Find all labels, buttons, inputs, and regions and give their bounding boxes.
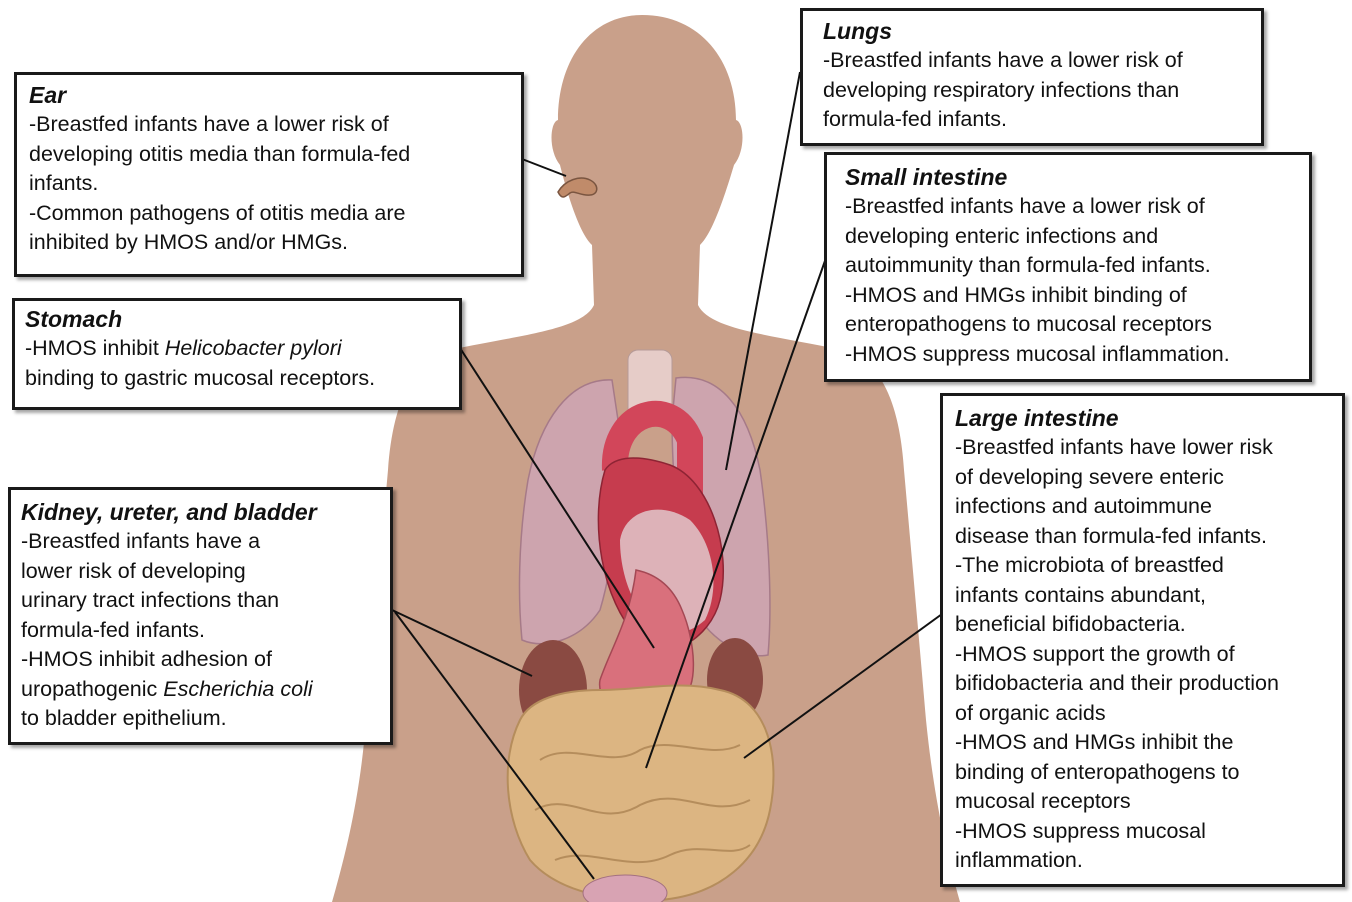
- large-intestine-title: Large intestine: [955, 404, 1330, 433]
- kidney-text-line: to bladder epithelium.: [21, 704, 380, 734]
- stomach-callout: Stomach -HMOS inhibit Helicobacter pylor…: [12, 298, 462, 410]
- kidney-callout: Kidney, ureter, and bladder -Breastfed i…: [8, 487, 393, 745]
- stomach-text-line: binding to gastric mucosal receptors.: [25, 364, 449, 394]
- large-intestine-text-line: of organic acids: [955, 699, 1330, 729]
- ear-text-line: -Common pathogens of otitis media are: [29, 199, 509, 229]
- kidney-text-line: lower risk of developing: [21, 557, 380, 587]
- large-intestine-text-line: of developing severe enteric: [955, 463, 1330, 493]
- small-intestine-callout: Small intestine -Breastfed infants have …: [824, 152, 1312, 382]
- large-intestine-text-line: -HMOS and HMGs inhibit the: [955, 728, 1330, 758]
- stomach-title: Stomach: [25, 305, 449, 334]
- stomach-text-pre: -HMOS inhibit: [25, 336, 165, 360]
- large-intestine-text-line: binding of enteropathogens to: [955, 758, 1330, 788]
- kidney-text-line: -HMOS inhibit adhesion of: [21, 645, 380, 675]
- kidney-text-line: urinary tract infections than: [21, 586, 380, 616]
- kidney-text-pre: uropathogenic: [21, 677, 163, 701]
- kidney-text-line: formula-fed infants.: [21, 616, 380, 646]
- ear-text-line: developing otitis media than formula-fed: [29, 140, 509, 170]
- small-intestine-title: Small intestine: [845, 163, 1291, 192]
- lungs-callout: Lungs -Breastfed infants have a lower ri…: [800, 8, 1264, 146]
- large-intestine-text-line: -Breastfed infants have lower risk: [955, 433, 1330, 463]
- large-intestine-text-line: infections and autoimmune: [955, 492, 1330, 522]
- kidney-pathogen-name: Escherichia coli: [163, 677, 312, 701]
- ear-callout: Ear -Breastfed infants have a lower risk…: [14, 72, 524, 277]
- large-intestine-text-line: -HMOS suppress mucosal: [955, 817, 1330, 847]
- large-intestine-text-line: -The microbiota of breastfed: [955, 551, 1330, 581]
- large-intestine-callout: Large intestine -Breastfed infants have …: [940, 393, 1345, 887]
- kidney-text-line: -Breastfed infants have a: [21, 527, 380, 557]
- large-intestine-text-line: bifidobacteria and their production: [955, 669, 1330, 699]
- small-intestine-text-line: developing enteric infections and: [845, 222, 1291, 252]
- lungs-title: Lungs: [823, 17, 1241, 46]
- ear-text-line: infants.: [29, 169, 509, 199]
- small-intestine-text-line: enteropathogens to mucosal receptors: [845, 310, 1291, 340]
- large-intestine-text-line: beneficial bifidobacteria.: [955, 610, 1330, 640]
- large-intestine-text-line: disease than formula-fed infants.: [955, 522, 1330, 552]
- lungs-text-line: -Breastfed infants have a lower risk of: [823, 46, 1241, 76]
- lungs-text-line: formula-fed infants.: [823, 105, 1241, 135]
- small-intestine-text-line: autoimmunity than formula-fed infants.: [845, 251, 1291, 281]
- kidney-text-line: uropathogenic Escherichia coli: [21, 675, 380, 705]
- stomach-text-line: -HMOS inhibit Helicobacter pylori: [25, 334, 449, 364]
- small-intestine-text-line: -HMOS suppress mucosal inflammation.: [845, 340, 1291, 370]
- large-intestine-text-line: inflammation.: [955, 846, 1330, 876]
- small-intestine-text-line: -HMOS and HMGs inhibit binding of: [845, 281, 1291, 311]
- large-intestine-text-line: infants contains abundant,: [955, 581, 1330, 611]
- ear-text-line: -Breastfed infants have a lower risk of: [29, 110, 509, 140]
- stomach-pathogen-name: Helicobacter pylori: [165, 336, 342, 360]
- small-intestine-text-line: -Breastfed infants have a lower risk of: [845, 192, 1291, 222]
- intestines: [508, 686, 774, 901]
- large-intestine-text-line: -HMOS support the growth of: [955, 640, 1330, 670]
- ear-text-line: inhibited by HMOS and/or HMGs.: [29, 228, 509, 258]
- kidney-title: Kidney, ureter, and bladder: [21, 498, 380, 527]
- ear-title: Ear: [29, 81, 509, 110]
- lungs-text-line: developing respiratory infections than: [823, 76, 1241, 106]
- large-intestine-text-line: mucosal receptors: [955, 787, 1330, 817]
